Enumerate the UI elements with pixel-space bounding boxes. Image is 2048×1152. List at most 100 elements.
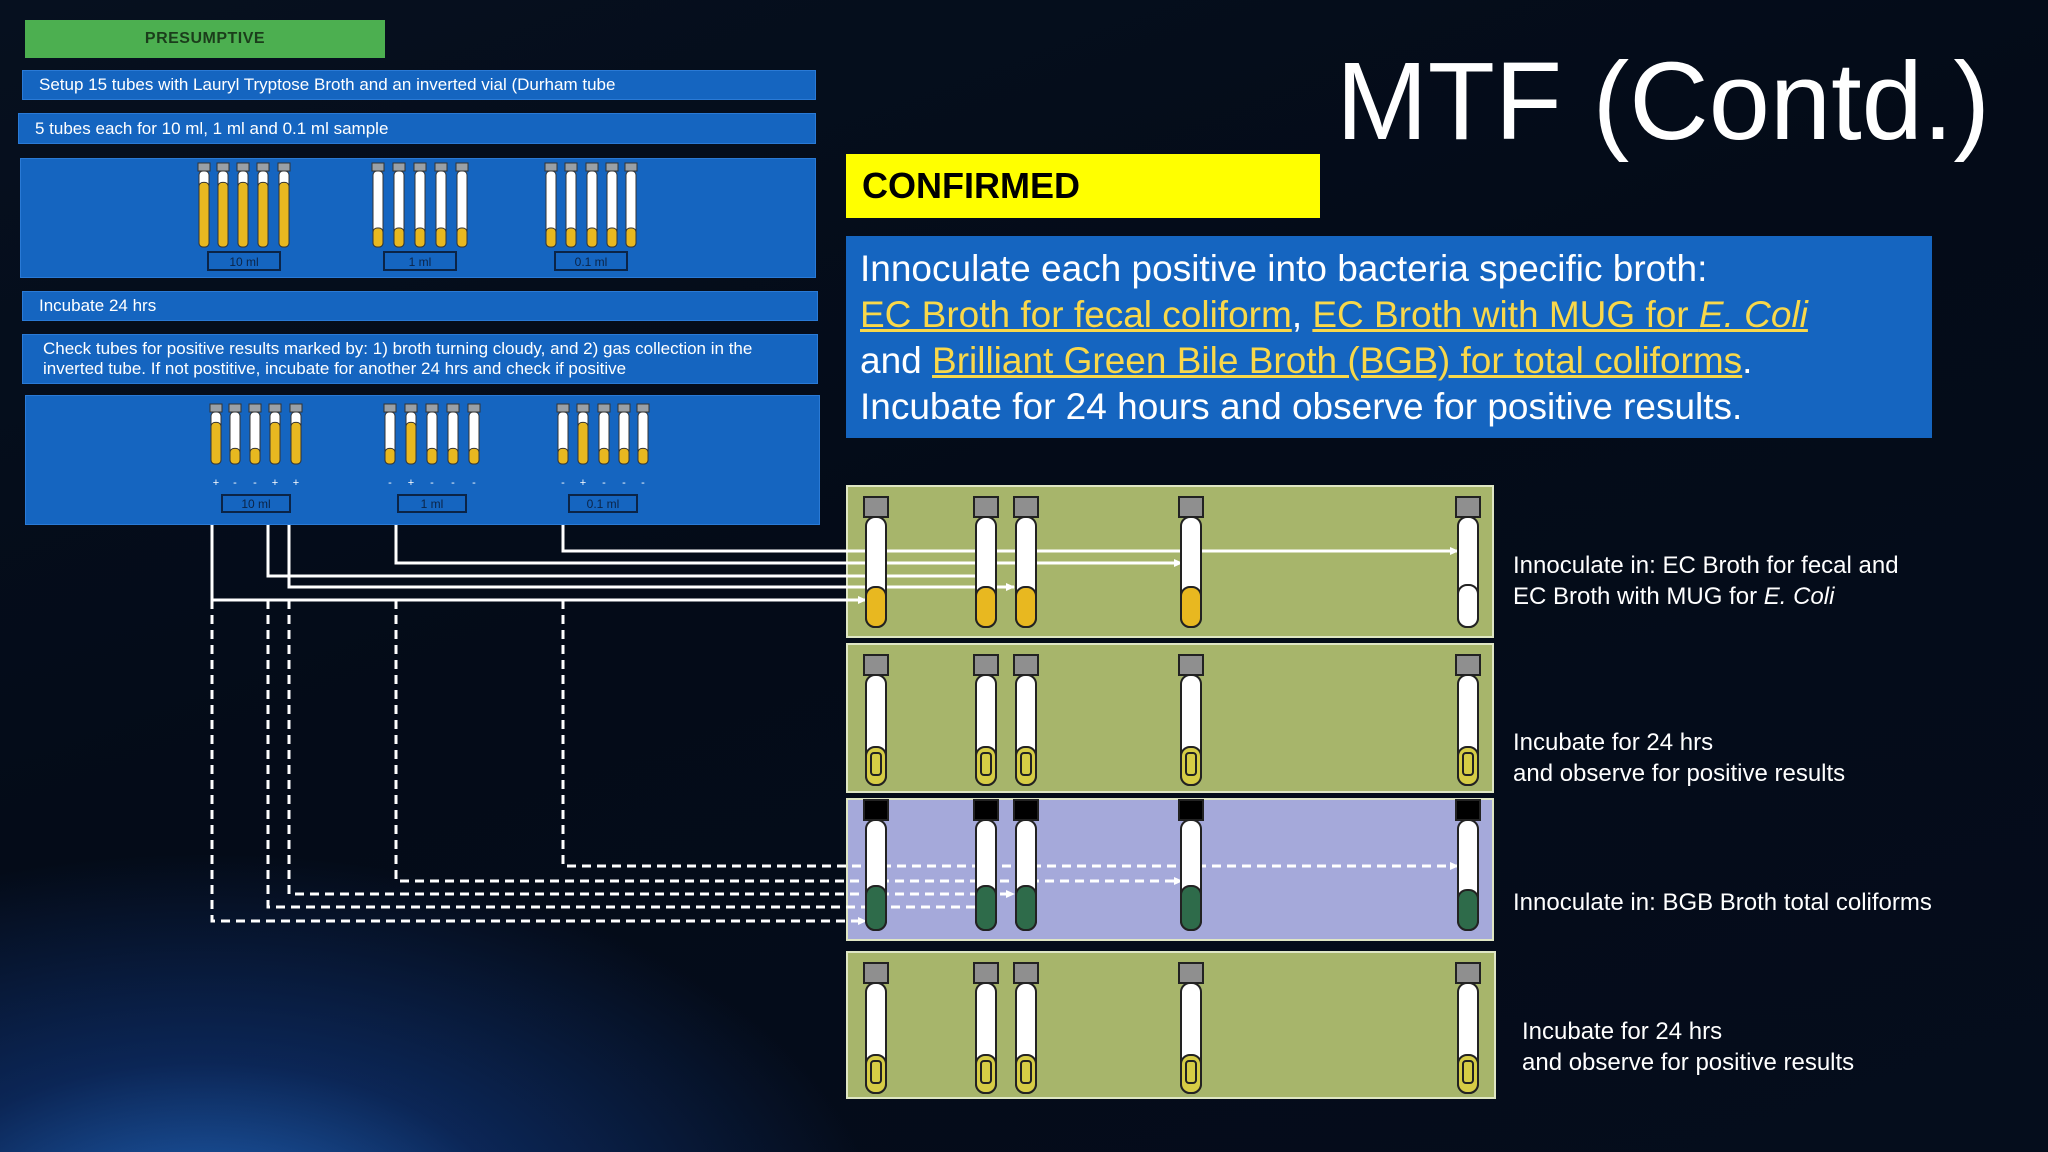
tube-cap	[446, 403, 460, 413]
tube-broth	[565, 227, 577, 248]
tube-cap	[863, 654, 889, 676]
result-sign: -	[472, 477, 476, 489]
step-check-line1: Check tubes for positive results marked …	[43, 339, 753, 358]
step-setup-tubes: Setup 15 tubes with Lauryl Tryptose Brot…	[22, 70, 816, 100]
tube-cap	[392, 162, 406, 172]
result-sign: +	[580, 477, 586, 489]
tube-cap	[256, 162, 270, 172]
durham-vial	[1185, 1060, 1197, 1084]
tube-cap	[585, 162, 599, 172]
confirm-tube	[1178, 654, 1204, 786]
confirm-tube	[863, 496, 889, 628]
confirm-tube	[1178, 799, 1204, 931]
row-ec-line2: EC Broth with MUG for E. Coli	[1513, 581, 1899, 612]
result-sign: -	[641, 477, 645, 489]
tube-broth	[405, 421, 417, 465]
row-bgb-text: Innoculate in: BGB Broth total coliforms	[1513, 887, 1932, 918]
tube-cap	[624, 162, 638, 172]
row-bgb-incubated-text: Incubate for 24 hrs and observe for posi…	[1522, 1016, 1854, 1078]
tube-cap	[434, 162, 448, 172]
tube-cap	[1455, 654, 1481, 676]
tube-cap	[404, 403, 418, 413]
confirm-tube	[863, 654, 889, 786]
transfer-arrow-bgb	[266, 600, 985, 911]
tube-panel-results	[25, 395, 820, 525]
confirm-tube	[1013, 496, 1039, 628]
result-sign: -	[622, 477, 626, 489]
initial-tube	[624, 162, 638, 248]
result-tube	[248, 403, 262, 465]
tube-broth	[577, 421, 589, 465]
tube-broth	[456, 227, 468, 248]
result-tube	[467, 403, 481, 465]
tube-cap	[544, 162, 558, 172]
tube-cap	[597, 403, 611, 413]
tube-cap	[1455, 799, 1481, 821]
tube-broth	[586, 227, 598, 248]
tube-broth	[393, 227, 405, 248]
tube-broth	[865, 586, 887, 628]
volume-box	[221, 494, 291, 513]
transfer-arrow-ec	[287, 525, 1015, 591]
tube-broth	[625, 227, 637, 248]
tube-cap	[455, 162, 469, 172]
volume-label: 10 ml	[229, 255, 258, 269]
tube-broth	[975, 586, 997, 628]
initial-tube	[434, 162, 448, 248]
confirmed-label: CONFIRMED	[846, 154, 1320, 218]
initial-tube	[585, 162, 599, 248]
tube-broth	[237, 181, 249, 248]
bgb-broth-link[interactable]: Brilliant Green Bile Broth (BGB) for tot…	[932, 340, 1743, 381]
row-ec-line2-text: EC Broth with MUG for	[1513, 583, 1764, 610]
tube-cap	[973, 799, 999, 821]
result-sign: +	[293, 477, 299, 489]
tube-cap	[209, 403, 223, 413]
tube-cap	[617, 403, 631, 413]
confirm-tube	[973, 654, 999, 786]
tube-cap	[197, 162, 211, 172]
confirm-tube	[1455, 799, 1481, 931]
durham-vial	[1020, 752, 1032, 776]
tube-cap	[863, 962, 889, 984]
result-sign: +	[408, 477, 414, 489]
confirm-tube	[973, 799, 999, 931]
tube-cap	[268, 403, 282, 413]
tube-broth	[257, 181, 269, 248]
tube-cap	[1178, 799, 1204, 821]
transfer-arrow-bgb	[210, 600, 867, 925]
and-text: and	[860, 340, 933, 381]
tube-broth	[557, 447, 569, 465]
result-sign: -	[233, 477, 237, 489]
durham-vial	[980, 752, 992, 776]
initial-tube	[216, 162, 230, 248]
initial-tube	[564, 162, 578, 248]
volume-box	[207, 251, 281, 271]
confirm-tube	[863, 799, 889, 931]
durham-vial	[1020, 1060, 1032, 1084]
tube-cap	[1013, 962, 1039, 984]
result-sign: -	[430, 477, 434, 489]
tube-broth	[1457, 889, 1479, 931]
step-setup-text: Setup 15 tubes with Lauryl Tryptose Brot…	[39, 75, 616, 94]
initial-tube	[236, 162, 250, 248]
ec-mug-link[interactable]: EC Broth with MUG for E. Coli	[1312, 294, 1808, 335]
tube-cap	[289, 403, 303, 413]
volume-box	[383, 251, 457, 271]
tube-broth	[249, 447, 261, 465]
tube-broth	[372, 227, 384, 248]
initial-tube	[371, 162, 385, 248]
tube-broth	[210, 421, 222, 465]
ec-broth-link[interactable]: EC Broth for fecal coliform	[860, 294, 1292, 335]
confirm-tube	[1455, 962, 1481, 1094]
row-bgb-inc-line2: and observe for positive results	[1522, 1049, 1855, 1076]
initial-tube	[277, 162, 291, 248]
durham-vial	[1462, 752, 1474, 776]
row-ec-incubated-text: Incubate for 24 hrs and observe for posi…	[1513, 727, 1845, 789]
tube-broth	[606, 227, 618, 248]
durham-vial	[870, 1060, 882, 1084]
tube-cap	[371, 162, 385, 172]
tube-cap	[1178, 496, 1204, 518]
tube-cap	[556, 403, 570, 413]
tube-broth	[229, 447, 241, 465]
